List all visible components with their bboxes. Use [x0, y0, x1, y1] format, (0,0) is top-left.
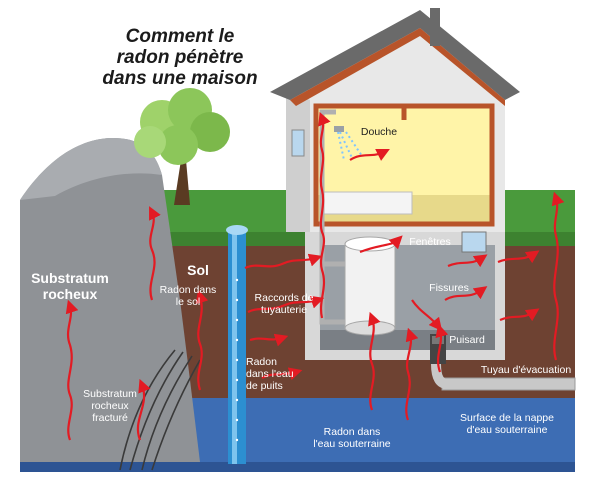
title-line-1: Comment le	[125, 26, 235, 47]
radon-arrows	[65, 111, 565, 441]
roof	[270, 10, 520, 100]
bedrock-top	[20, 137, 162, 200]
bathtub	[321, 191, 413, 215]
label-radon-dans-le-sol: Radon dans le sol	[159, 284, 217, 308]
label-fenetres: Fenêtres	[409, 236, 451, 248]
label-substratum-rocheux: Substratum rocheux	[31, 270, 109, 302]
label-fissures: Fissures	[429, 282, 469, 294]
drain-pipe	[441, 377, 576, 391]
label-surface-nappe: Surface de la nappe d'eau souterraine	[460, 412, 554, 436]
sump	[430, 334, 446, 364]
diagram-title: Comment le radon pénètre dans une maison	[80, 26, 280, 89]
house-side	[286, 90, 310, 232]
window	[291, 129, 305, 157]
label-puisard: Puisard	[449, 334, 485, 346]
house-frame	[313, 103, 495, 227]
groundwater-front	[20, 462, 575, 472]
label-douche: Douche	[360, 126, 398, 138]
bedrock-fractures	[119, 349, 201, 471]
label-radon-eau-puits: Radon dans l'eau de puits	[246, 356, 294, 392]
shower-head	[334, 126, 363, 161]
water-tank	[344, 236, 396, 336]
basement-window	[461, 231, 487, 253]
label-substratum-fracture: Substratum rocheux fracturé	[83, 388, 137, 424]
label-sol: Sol	[187, 262, 209, 278]
chimney	[430, 8, 440, 46]
label-raccords: Raccords de tuyauterie	[254, 292, 314, 316]
label-radon-eau-souterraine: Radon dans l'eau souterraine	[313, 426, 391, 450]
title-line-3: dans une maison	[102, 68, 258, 89]
tree	[134, 88, 230, 205]
label-tuyau: Tuyau d'évacuation	[480, 364, 572, 376]
title-line-2: radon pénètre	[116, 47, 244, 68]
